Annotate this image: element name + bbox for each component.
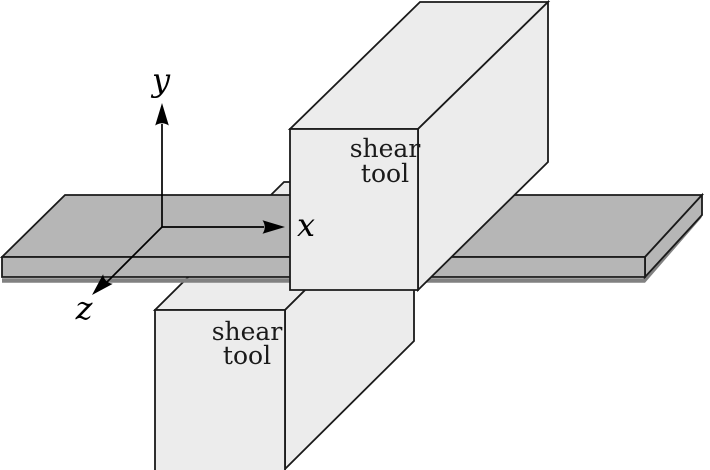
- lower-shear-tool-label-line2: tool: [223, 341, 271, 370]
- lower-shear-tool-label-line1: shear: [212, 317, 283, 346]
- x-axis-label: x: [297, 206, 315, 244]
- upper-shear-tool-label-line2: tool: [361, 159, 409, 188]
- upper-shear-tool-label-line1: shear: [350, 134, 421, 163]
- lower-shear-tool-front-face: [154, 309, 286, 470]
- coordinate-axes: [92, 103, 285, 295]
- diagram-labels: shear tool shear tool y x z: [75, 61, 421, 370]
- y-axis-arrowhead: [155, 103, 169, 126]
- y-axis-label: y: [150, 61, 171, 99]
- upper-shear-tool-front-face: [289, 128, 419, 291]
- upper-shear-tool: [287, 0, 551, 293]
- z-axis-line: [106, 226, 163, 283]
- x-axis-arrowhead: [262, 220, 285, 234]
- z-axis-arrowhead: [92, 274, 113, 295]
- z-axis-label: z: [75, 289, 94, 327]
